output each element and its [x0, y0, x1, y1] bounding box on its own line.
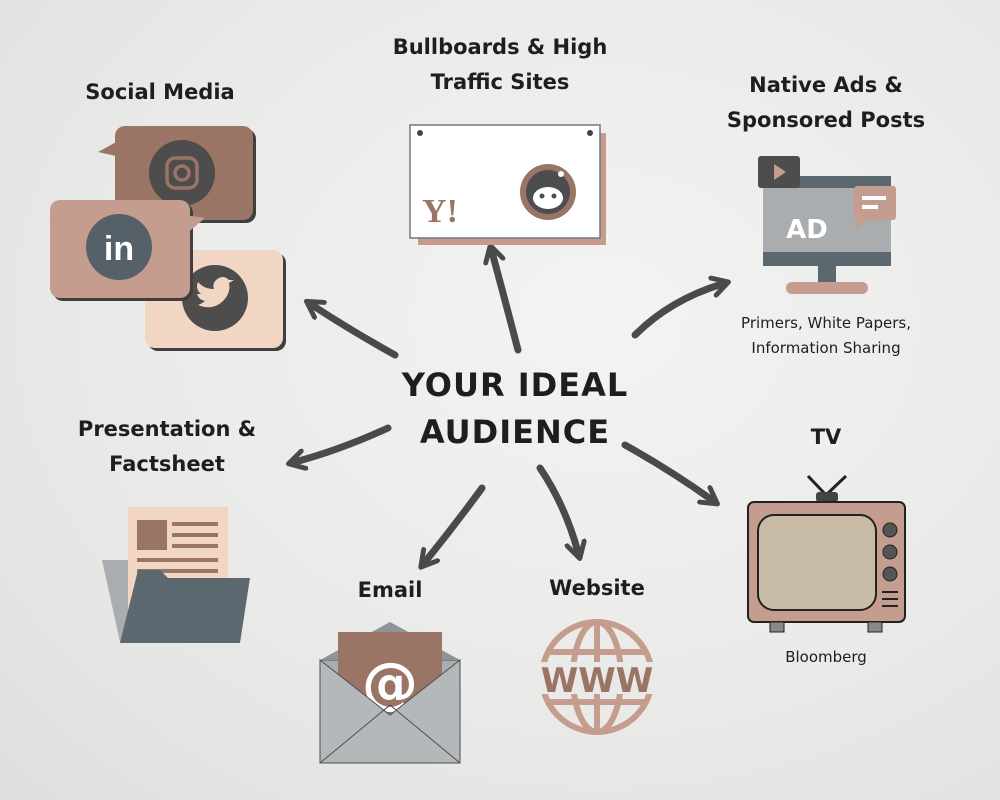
billboard-icon: Y!: [409, 124, 606, 245]
center-line1: YOUR IDEAL: [401, 366, 629, 404]
arrow-to-email: [425, 484, 486, 562]
billboards-title-line2: Traffic Sites: [430, 70, 570, 94]
instagram-icon: [149, 140, 215, 206]
yahoo-logo: Y!: [422, 193, 458, 230]
native-ads-title-line1: Native Ads &: [749, 73, 903, 97]
arrow-to-social: [312, 305, 399, 359]
website-title: Website: [549, 576, 645, 600]
www-label: WWW: [541, 661, 654, 701]
email-title: Email: [357, 578, 423, 602]
arrow-to-billboards: [492, 252, 522, 354]
social-media-icon: in: [50, 126, 286, 351]
billboards-title-line1: Bullboards & High: [392, 35, 608, 59]
center-line2: AUDIENCE: [419, 413, 611, 451]
email-envelope-icon: @: [319, 622, 461, 764]
arrow-to-website: [536, 464, 578, 552]
tv-subtitle: Bloomberg: [785, 648, 867, 666]
tv-icon: [747, 474, 906, 633]
presentation-title-line2: Factsheet: [109, 452, 225, 476]
linkedin-icon: [86, 214, 152, 280]
native-ads-title-line2: Sponsored Posts: [726, 108, 926, 132]
arrow-to-tv: [621, 441, 712, 500]
ad-monitor-icon: AD: [758, 156, 896, 294]
native-ads-sub-line2: Information Sharing: [751, 339, 901, 357]
social-media-title: Social Media: [85, 80, 235, 104]
center-heading: YOUR IDEAL AUDIENCE: [402, 362, 628, 456]
arrow-to-presentation: [295, 424, 392, 462]
native-ads-sub-line1: Primers, White Papers,: [741, 314, 911, 332]
chat-bubble-icon: [854, 186, 896, 220]
arrow-to-native: [631, 284, 722, 339]
folder-icon: [102, 507, 250, 643]
ad-label: AD: [786, 215, 828, 245]
presentation-title-line1: Presentation &: [77, 417, 257, 441]
tv-title: TV: [810, 425, 842, 449]
svg-text:in: in: [104, 230, 134, 268]
